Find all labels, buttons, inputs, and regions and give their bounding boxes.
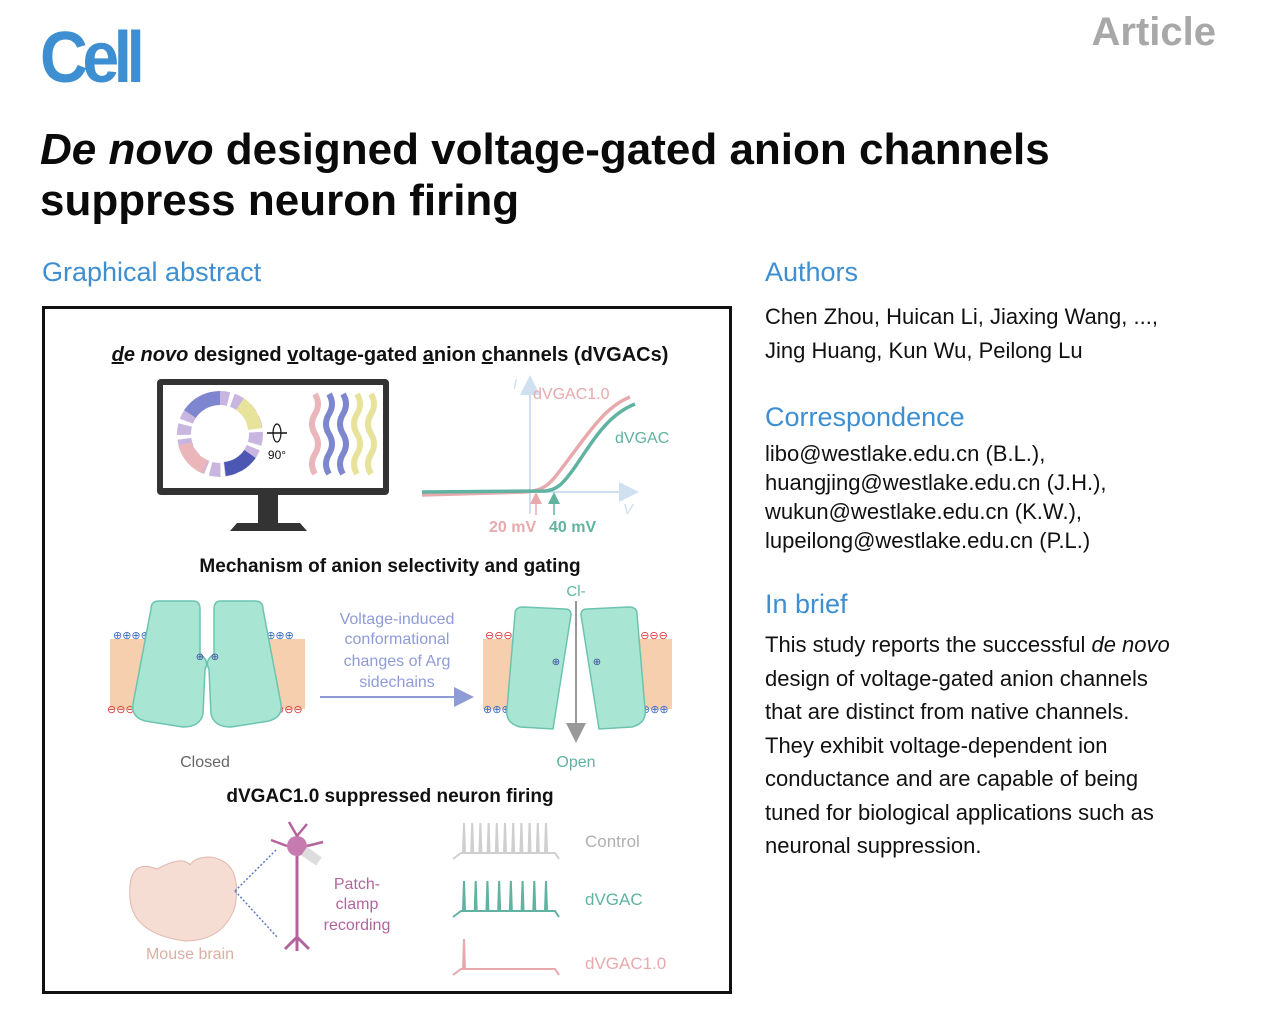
authors-list: Chen Zhou, Huican Li, Jiaxing Wang, ...,…	[765, 300, 1235, 368]
closed-channel-diagram: ⊕⊕⊕⊕ ⊕⊕⊕⊕ ⊖⊖⊖ ⊖⊖⊖ ⊕ ⊕ Closed	[107, 600, 305, 771]
mouse-brain-label: Mouse brain	[146, 946, 234, 963]
title-italic: De novo	[40, 125, 214, 174]
email-link[interactable]: wukun@westlake.edu.cn (K.W.),	[765, 499, 1083, 524]
iv-series-dVGAC1.0	[421, 395, 631, 497]
iv-legend-dVGAC: dVGAC	[615, 430, 669, 447]
graphical-abstract-figure: de novo designed voltage-gated anion cha…	[42, 306, 732, 994]
title-line1: designed voltage-gated anion channels	[213, 125, 1050, 174]
svg-text:⊕: ⊕	[196, 652, 204, 663]
title-line2: suppress neuron firing	[40, 176, 520, 225]
email-link[interactable]: libo@westlake.edu.cn (B.L.),	[765, 441, 1046, 466]
arrow-text-line: sidechains	[359, 674, 435, 691]
in-brief-text: This study reports the successful de nov…	[765, 628, 1235, 863]
trace-dvgac10	[452, 938, 560, 976]
chloride-ion-label: Cl-	[566, 583, 585, 600]
arrow-text-line: changes of Arg	[344, 653, 451, 670]
open-channel-diagram: ⊖⊖⊖⊖ ⊖⊖⊖⊖ ⊕⊕⊕ ⊕⊕⊕ ⊕ ⊕ Cl- Open	[483, 583, 672, 771]
brief-line: that are distinct from native channels.	[765, 699, 1130, 724]
correspondence-list: libo@westlake.edu.cn (B.L.), huangjing@w…	[765, 439, 1235, 555]
graphical-abstract-heading: Graphical abstract	[42, 257, 262, 287]
arrow-text-line: Voltage-induced	[340, 611, 455, 628]
firing-traces: Control dVGAC dVGAC1.0	[452, 822, 666, 976]
svg-text:⊕⊕⊕: ⊕⊕⊕	[483, 704, 511, 716]
trace-label: dVGAC	[585, 890, 643, 909]
brief-line: conductance and are capable of being	[765, 766, 1139, 791]
author-line: Chen Zhou, Huican Li, Jiaxing Wang, ...,	[765, 304, 1158, 329]
mouse-brain-illustration: Mouse brain	[129, 856, 238, 963]
svg-text:⊕⊕⊕: ⊕⊕⊕	[641, 704, 669, 716]
neuron-illustration	[270, 821, 324, 951]
panel1-title: de novo designed voltage-gated anion cha…	[112, 344, 669, 366]
brief-line: They exhibit voltage-dependent ion	[765, 732, 1108, 758]
recording-label-line: recording	[324, 917, 391, 934]
svg-text:⊕: ⊕	[211, 652, 219, 663]
trace-label: Control	[585, 832, 640, 851]
brief-line: design of voltage-gated anion channels	[765, 665, 1148, 691]
panel3-title: dVGAC1.0 suppressed neuron firing	[226, 786, 553, 807]
brief-line: tuned for biological applications such a…	[765, 799, 1154, 825]
arrow-text-line: conformational	[345, 631, 450, 648]
email-link[interactable]: lupeilong@westlake.edu.cn (P.L.)	[765, 528, 1091, 553]
iv-y-axis-label: I	[513, 376, 517, 393]
brief-text-normal: This study reports the successful	[765, 632, 1092, 657]
recording-label-line: clamp	[336, 896, 379, 913]
right-column: Authors Chen Zhou, Huican Li, Jiaxing Wa…	[765, 259, 1235, 863]
iv-series-dVGAC	[421, 402, 636, 494]
protein-top-view	[177, 390, 263, 477]
threshold-label-dVGAC: 40 mV	[549, 519, 596, 536]
trace-control	[452, 822, 560, 860]
svg-text:⊕: ⊕	[552, 657, 560, 668]
authors-heading: Authors	[765, 257, 859, 287]
svg-text:⊖⊖⊖: ⊖⊖⊖	[107, 704, 135, 716]
iv-legend-dVGAC1.0: dVGAC1.0	[533, 386, 610, 403]
svg-text:⊕⊕⊕⊕: ⊕⊕⊕⊕	[113, 630, 150, 642]
email-link[interactable]: huangjing@westlake.edu.cn (J.H.),	[765, 470, 1107, 495]
svg-text:⊖⊖⊖⊖: ⊖⊖⊖⊖	[631, 630, 668, 642]
author-line: Jing Huang, Kun Wu, Peilong Lu	[765, 338, 1083, 363]
svg-text:⊕: ⊕	[593, 657, 601, 668]
open-label: Open	[556, 754, 595, 771]
trace-label: dVGAC1.0	[585, 954, 666, 973]
trace-dvgac	[452, 880, 560, 918]
recording-label-line: Patch-	[334, 876, 380, 893]
brief-line: neuronal suppression.	[765, 833, 982, 858]
brief-line: This study reports the successful de nov…	[765, 628, 1235, 662]
gating-arrow: Voltage-induced conformational changes o…	[320, 611, 474, 707]
journal-logo: Cell	[40, 18, 145, 98]
brief-text-italic: de novo	[1091, 632, 1170, 657]
article-type-label: Article	[1091, 10, 1217, 54]
iv-curve-plot: I V dVGAC1.0 dVGAC 20 mV 40 mV	[421, 375, 669, 536]
rotation-label: 90°	[268, 448, 286, 462]
in-brief-heading: In brief	[765, 589, 848, 619]
correspondence-heading: Correspondence	[765, 402, 965, 432]
article-title: De novo designed voltage-gated anion cha…	[40, 124, 1190, 226]
iv-x-axis-label: V	[623, 501, 635, 518]
closed-label: Closed	[180, 754, 230, 771]
panel2-title: Mechanism of anion selectivity and gatin…	[199, 556, 580, 577]
rotation-icon: 90°	[267, 423, 287, 462]
protein-side-view	[309, 392, 377, 476]
threshold-label-dVGAC1.0: 20 mV	[489, 519, 536, 536]
